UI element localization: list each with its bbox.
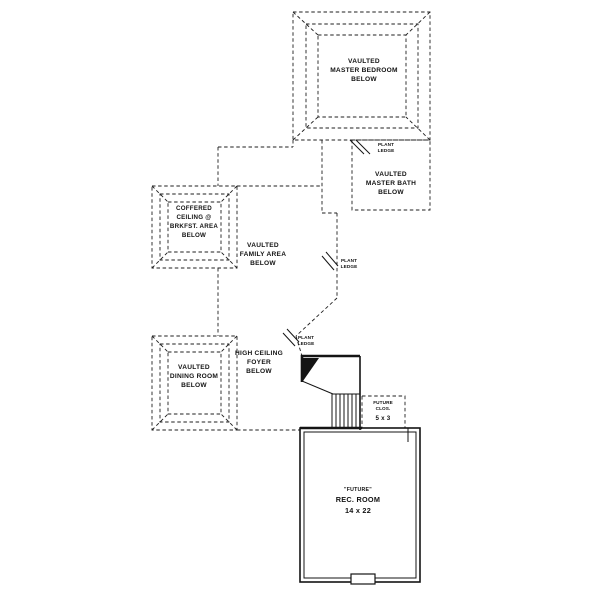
room-label-line: VAULTED [348,58,380,65]
room-label-line: VAULTED [247,242,279,249]
master-bedroom-label: VAULTED MASTER BEDROOM BELOW [330,58,398,83]
ceiling-step [167,351,222,415]
room-outline [361,395,406,429]
plant-ledge-hatch [321,255,335,271]
foyer-area: PLANT LEDGE HIGH CEILING FOYER BELOW [235,328,315,375]
room-label-line: BELOW [246,368,272,375]
room-label-line: MASTER BEDROOM [330,67,398,74]
family-area-label: VAULTED FAMILY AREA BELOW [240,242,286,267]
stair-winder-line [301,380,334,395]
corner-diagonal [405,116,431,141]
master-bedroom-room: VAULTED MASTER BEDROOM BELOW [292,11,431,141]
room-outline [292,11,431,141]
room-label-line: 5 x 3 [375,415,390,422]
room-label-line: BELOW [181,382,207,389]
room-label-line: 14 x 22 [345,506,371,515]
dining-room-label: VAULTED DINING ROOM BELOW [170,364,218,389]
room-wall-outer [299,427,421,583]
family-area-room: PLANT LEDGE VAULTED FAMILY AREA BELOW [237,140,358,357]
corner-diagonal [220,335,238,353]
ceiling-step [167,201,222,253]
annotation-line: PLANT [378,142,394,147]
room-label-line: "FUTURE" [344,487,372,493]
staircase [300,354,361,430]
plant-ledge-label: PLANT LEDGE [378,142,395,153]
room-label-line: MASTER BATH [366,180,416,187]
rec-room-label: "FUTURE" REC. ROOM 14 x 22 [336,487,380,515]
plant-ledge-hatch [282,332,296,347]
bottom-opening [350,573,376,585]
room-label-line: CEILING @ [176,214,211,221]
corner-diagonal [151,185,169,203]
room-label-line: HIGH CEILING [235,350,283,357]
plant-ledge-label: PLANT LEDGE [341,258,358,269]
room-label-line: VAULTED [375,171,407,178]
room-label-line: FUTURE [373,400,393,405]
room-outline [151,185,238,269]
plant-ledge-hatch [286,328,300,343]
room-outline [351,139,431,211]
plant-ledge-label: PLANT LEDGE [298,335,315,346]
outline-segment [295,297,338,337]
stair-wall [300,354,360,382]
annotation-line: LEDGE [298,341,315,346]
plant-ledge-hatch [325,251,339,267]
dining-room: VAULTED DINING ROOM BELOW [151,335,238,431]
annotation-line: PLANT [341,258,357,263]
annotation-line: LEDGE [378,148,395,153]
ceiling-step [305,23,419,129]
room-label-line: BELOW [182,232,206,239]
corner-diagonal [220,251,238,269]
room-outline [151,335,238,431]
corner-diagonal [220,413,238,431]
master-bath-label: VAULTED MASTER BATH BELOW [366,171,416,196]
corner-diagonal [151,413,169,431]
master-bath-room: PLANT LEDGE VAULTED MASTER BATH BELOW [349,139,431,211]
stair-treads [335,394,357,428]
plan-outline-connectors [217,140,300,431]
room-label-line: BELOW [378,189,404,196]
room-label-line: BELOW [351,76,377,83]
plant-ledge-hatch [349,139,365,155]
corner-diagonal [151,251,169,269]
breakfast-area-room: COFFERED CEILING @ BRKFST. AREA BELOW [151,185,238,269]
corner-diagonal [292,11,319,36]
room-label-line: DINING ROOM [170,373,218,380]
future-closet: FUTURE CLOS. 5 x 3 [361,395,406,429]
room-label-line: FAMILY AREA [240,251,286,258]
corner-diagonal [151,335,169,353]
annotation-line: LEDGE [341,264,358,269]
room-label-line: BELOW [250,260,276,267]
rec-room: "FUTURE" REC. ROOM 14 x 22 [299,426,421,585]
annotation-line: PLANT [298,335,314,340]
stair-direction-arrow [303,358,319,381]
corner-diagonal [292,116,319,141]
ceiling-step [317,34,407,118]
room-label-line: COFFERED [176,205,212,212]
plant-ledge-hatch [355,139,371,155]
room-label-line: FOYER [247,359,271,366]
room-label-line: REC. ROOM [336,495,380,504]
room-wall-inner [303,431,417,579]
room-label-line: CLOS. [376,406,391,411]
closet-label: FUTURE CLOS. 5 x 3 [373,400,393,422]
room-label-line: VAULTED [178,364,210,371]
room-label-line: BRKFST. AREA [170,223,218,230]
corner-diagonal [405,11,431,36]
corner-diagonal [220,185,238,203]
breakfast-label: COFFERED CEILING @ BRKFST. AREA BELOW [170,205,218,239]
foyer-label: HIGH CEILING FOYER BELOW [235,350,283,375]
